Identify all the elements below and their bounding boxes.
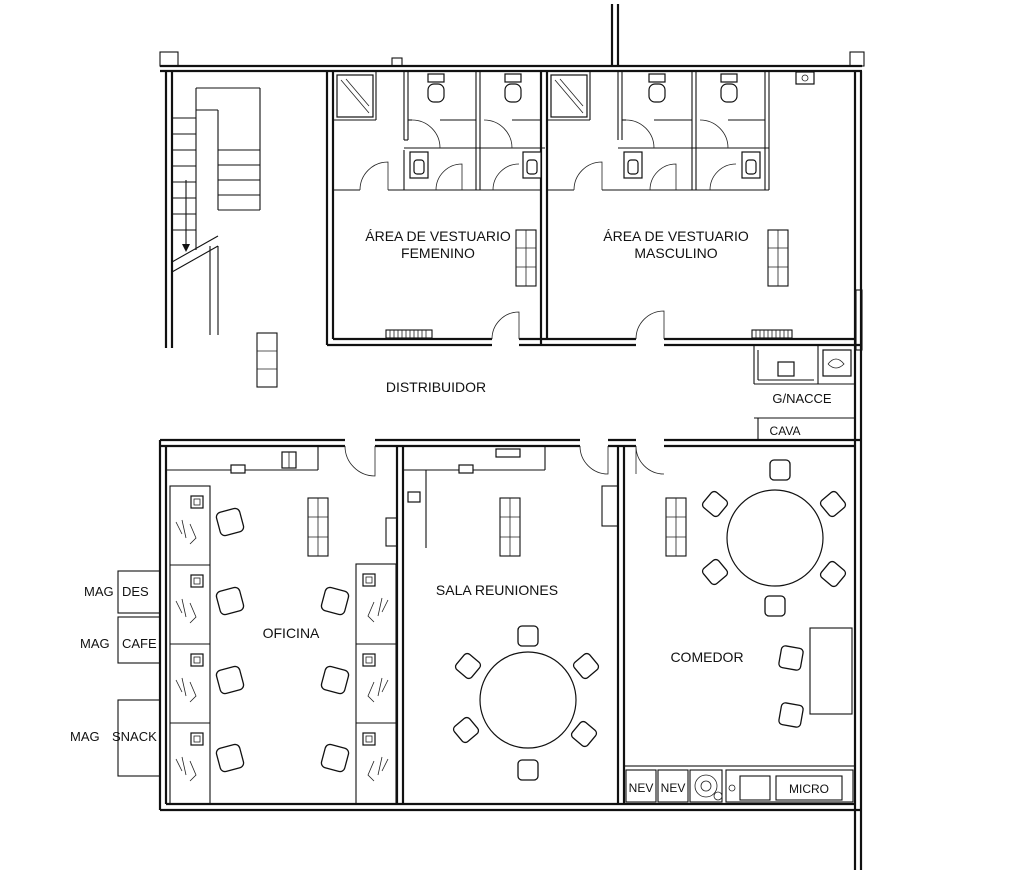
label-nev-1: NEV bbox=[629, 781, 654, 795]
storage-boxes bbox=[117, 570, 161, 777]
label-mag-snack-right: SNACK bbox=[112, 729, 157, 744]
label-mag-des-left: MAG bbox=[84, 584, 114, 599]
vestuarios-walls bbox=[325, 71, 861, 347]
label-oficina: OFICINA bbox=[263, 625, 320, 641]
label-vestuario-masculino-line2: MASCULINO bbox=[634, 245, 717, 261]
label-nev-2: NEV bbox=[661, 781, 686, 795]
sanitary-fixtures bbox=[336, 71, 815, 179]
label-vestuario-femenino-line2: FEMENINO bbox=[401, 245, 475, 261]
label-gnacce: G/NACCE bbox=[772, 391, 832, 406]
label-mag-snack-left: MAG bbox=[70, 729, 100, 744]
lockers bbox=[256, 229, 789, 557]
label-mag-cafe-right: CAFE bbox=[122, 636, 157, 651]
label-mag-des-right: DES bbox=[122, 584, 149, 599]
oficina-furniture bbox=[166, 446, 398, 805]
label-vestuario-femenino-line1: ÁREA DE VESTUARIO bbox=[365, 228, 511, 244]
room-labels: ÁREA DE VESTUARIO FEMENINO ÁREA DE VESTU… bbox=[263, 228, 832, 665]
comedor-furniture bbox=[623, 459, 856, 805]
radiators bbox=[385, 329, 793, 339]
label-vestuario-masculino-line1: ÁREA DE VESTUARIO bbox=[603, 228, 749, 244]
label-distribuidor: DISTRIBUIDOR bbox=[386, 379, 486, 395]
label-micro: MICRO bbox=[789, 782, 829, 796]
outer-walls bbox=[159, 4, 865, 870]
label-cava: CAVA bbox=[770, 424, 801, 438]
staircase bbox=[171, 87, 261, 335]
storage-labels: MAG DES MAG CAFE MAG SNACK bbox=[70, 584, 157, 744]
door-swings-lower bbox=[344, 445, 665, 477]
label-comedor: COMEDOR bbox=[670, 649, 743, 665]
label-mag-cafe-left: MAG bbox=[80, 636, 110, 651]
door-swings-vestuarios bbox=[359, 119, 737, 340]
sala-reuniones-furniture bbox=[403, 446, 619, 781]
appliance-labels: NEV NEV MICRO bbox=[629, 781, 829, 796]
label-sala-reuniones: SALA REUNIONES bbox=[436, 582, 558, 598]
